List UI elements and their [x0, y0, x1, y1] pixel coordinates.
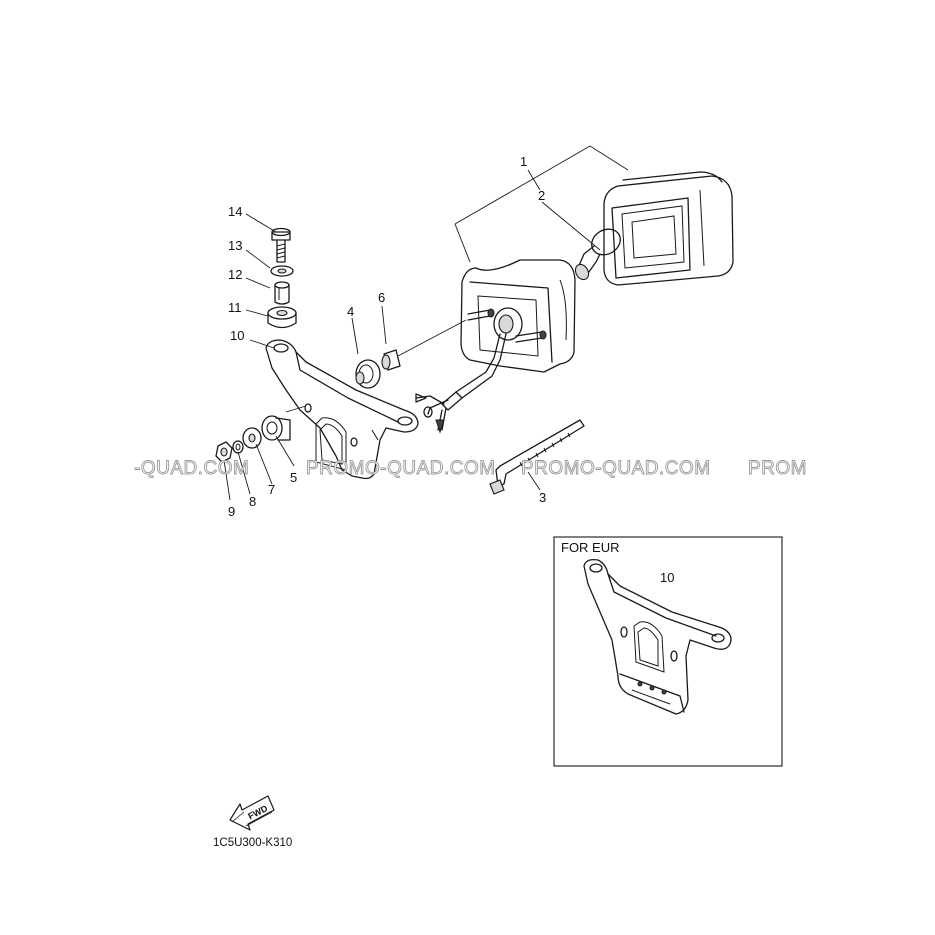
inset-bracket	[583, 558, 732, 715]
lamp-housing	[460, 259, 576, 373]
callout-6: 6	[378, 290, 385, 305]
callouts: 1 2 3 4 5 6 7 8 9 10 11 12 13 14	[228, 154, 546, 519]
callout-7: 7	[268, 482, 275, 497]
inset-title: FOR EUR	[561, 540, 620, 555]
callout-9: 9	[228, 504, 235, 519]
callout-13: 13	[228, 238, 242, 253]
wire-harness	[415, 333, 507, 434]
cable-tie-3	[489, 419, 585, 495]
callout-5: 5	[290, 470, 297, 485]
bolt-14	[271, 227, 291, 263]
callout-1: 1	[520, 154, 527, 169]
grommet-4	[355, 359, 381, 389]
callout-12: 12	[228, 267, 242, 282]
inset-callout-10: 10	[660, 570, 674, 585]
washer-13	[270, 265, 294, 277]
fwd-arrow-icon: FWD	[229, 795, 275, 831]
washer-7	[242, 427, 262, 449]
nut-9	[215, 441, 233, 463]
diagram-code: 1C5U300-K310	[213, 837, 292, 849]
inset-for-eur: FOR EUR 10	[553, 536, 783, 767]
callout-4: 4	[347, 304, 354, 319]
bulb	[574, 228, 621, 281]
callout-10: 10	[230, 328, 244, 343]
callout-8: 8	[249, 494, 256, 509]
tail-lamp-lens	[603, 171, 734, 286]
callout-14: 14	[228, 204, 242, 219]
callout-3: 3	[539, 490, 546, 505]
collar-12	[274, 281, 290, 305]
spacer-5	[261, 415, 291, 441]
bracket-10	[265, 339, 419, 480]
lock-washer-8	[232, 440, 244, 454]
watermark-2: PROMO-QUAD.COM	[306, 458, 496, 479]
watermark-3: PROMO-QUAD.COM	[521, 458, 711, 479]
damper-11	[267, 306, 297, 329]
watermark-1: -QUAD.COM	[134, 458, 249, 479]
collar-6	[381, 349, 401, 371]
callout-11: 11	[228, 300, 242, 315]
watermark-4: PROM	[748, 458, 807, 479]
callout-2: 2	[538, 188, 545, 203]
watermark-band: -QUAD.COM PROMO-QUAD.COM PROMO-QUAD.COM …	[134, 458, 807, 480]
